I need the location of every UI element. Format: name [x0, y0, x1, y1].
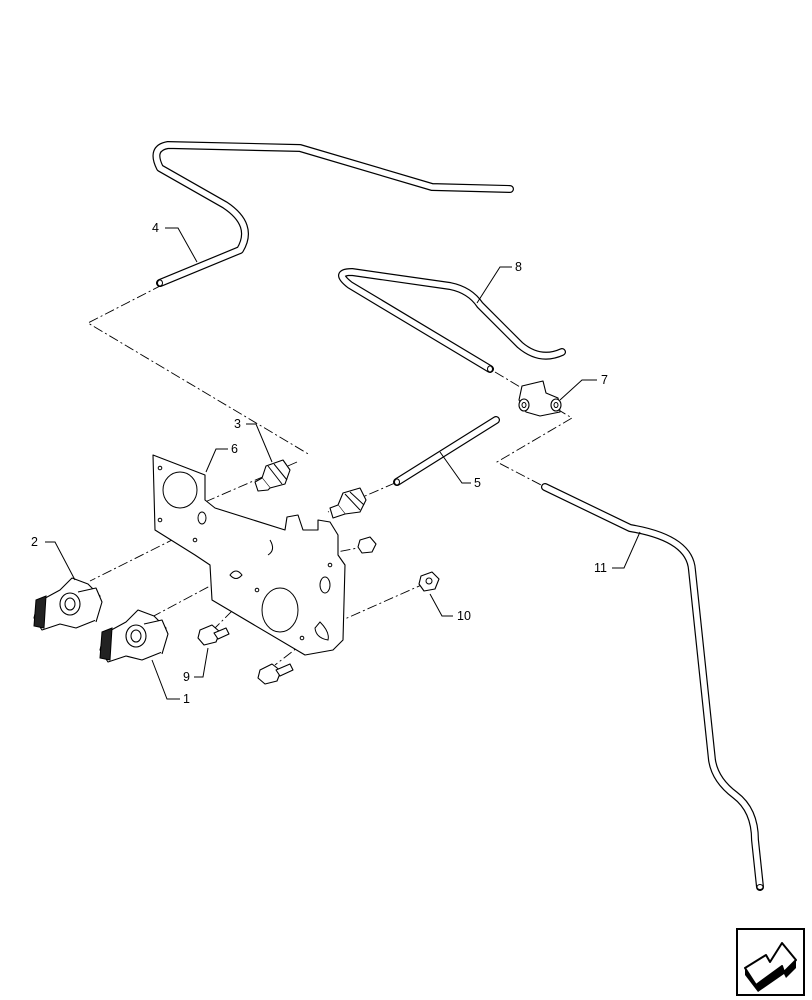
- callout-5: 5: [474, 476, 481, 490]
- fitting-part-3: [254, 459, 291, 492]
- coupling-head-part-1: [99, 609, 169, 663]
- callout-7: 7: [601, 373, 608, 387]
- tube-part-8: [338, 268, 566, 373]
- callout-9: 9: [183, 670, 190, 684]
- tube-part-5: [393, 416, 500, 486]
- coupling-head-part-2: [33, 577, 103, 631]
- connector-fitting: [329, 487, 367, 519]
- callout-3: 3: [234, 417, 241, 431]
- callout-8: 8: [515, 260, 522, 274]
- callout-1: 1: [183, 692, 190, 706]
- next-page-arrow-icon[interactable]: [736, 928, 805, 996]
- callout-2: 2: [31, 535, 38, 549]
- nut-part-10: [418, 571, 440, 592]
- bolt-lower: [257, 663, 294, 685]
- tube-part-4: [152, 141, 514, 287]
- callout-10: 10: [457, 609, 471, 623]
- callout-4: 4: [152, 221, 159, 235]
- callout-labels: 4 8 7 3 6 5 2 1 9 10 11: [31, 221, 608, 706]
- mounting-plate-part-6: [152, 454, 346, 656]
- callout-6: 6: [231, 442, 238, 456]
- leader-lines: [45, 227, 641, 700]
- small-nut: [357, 536, 377, 554]
- callout-11: 11: [594, 561, 607, 575]
- bolt-part-9: [197, 624, 230, 646]
- tee-fitting-part-7: [518, 380, 562, 417]
- tube-part-11: [541, 483, 764, 891]
